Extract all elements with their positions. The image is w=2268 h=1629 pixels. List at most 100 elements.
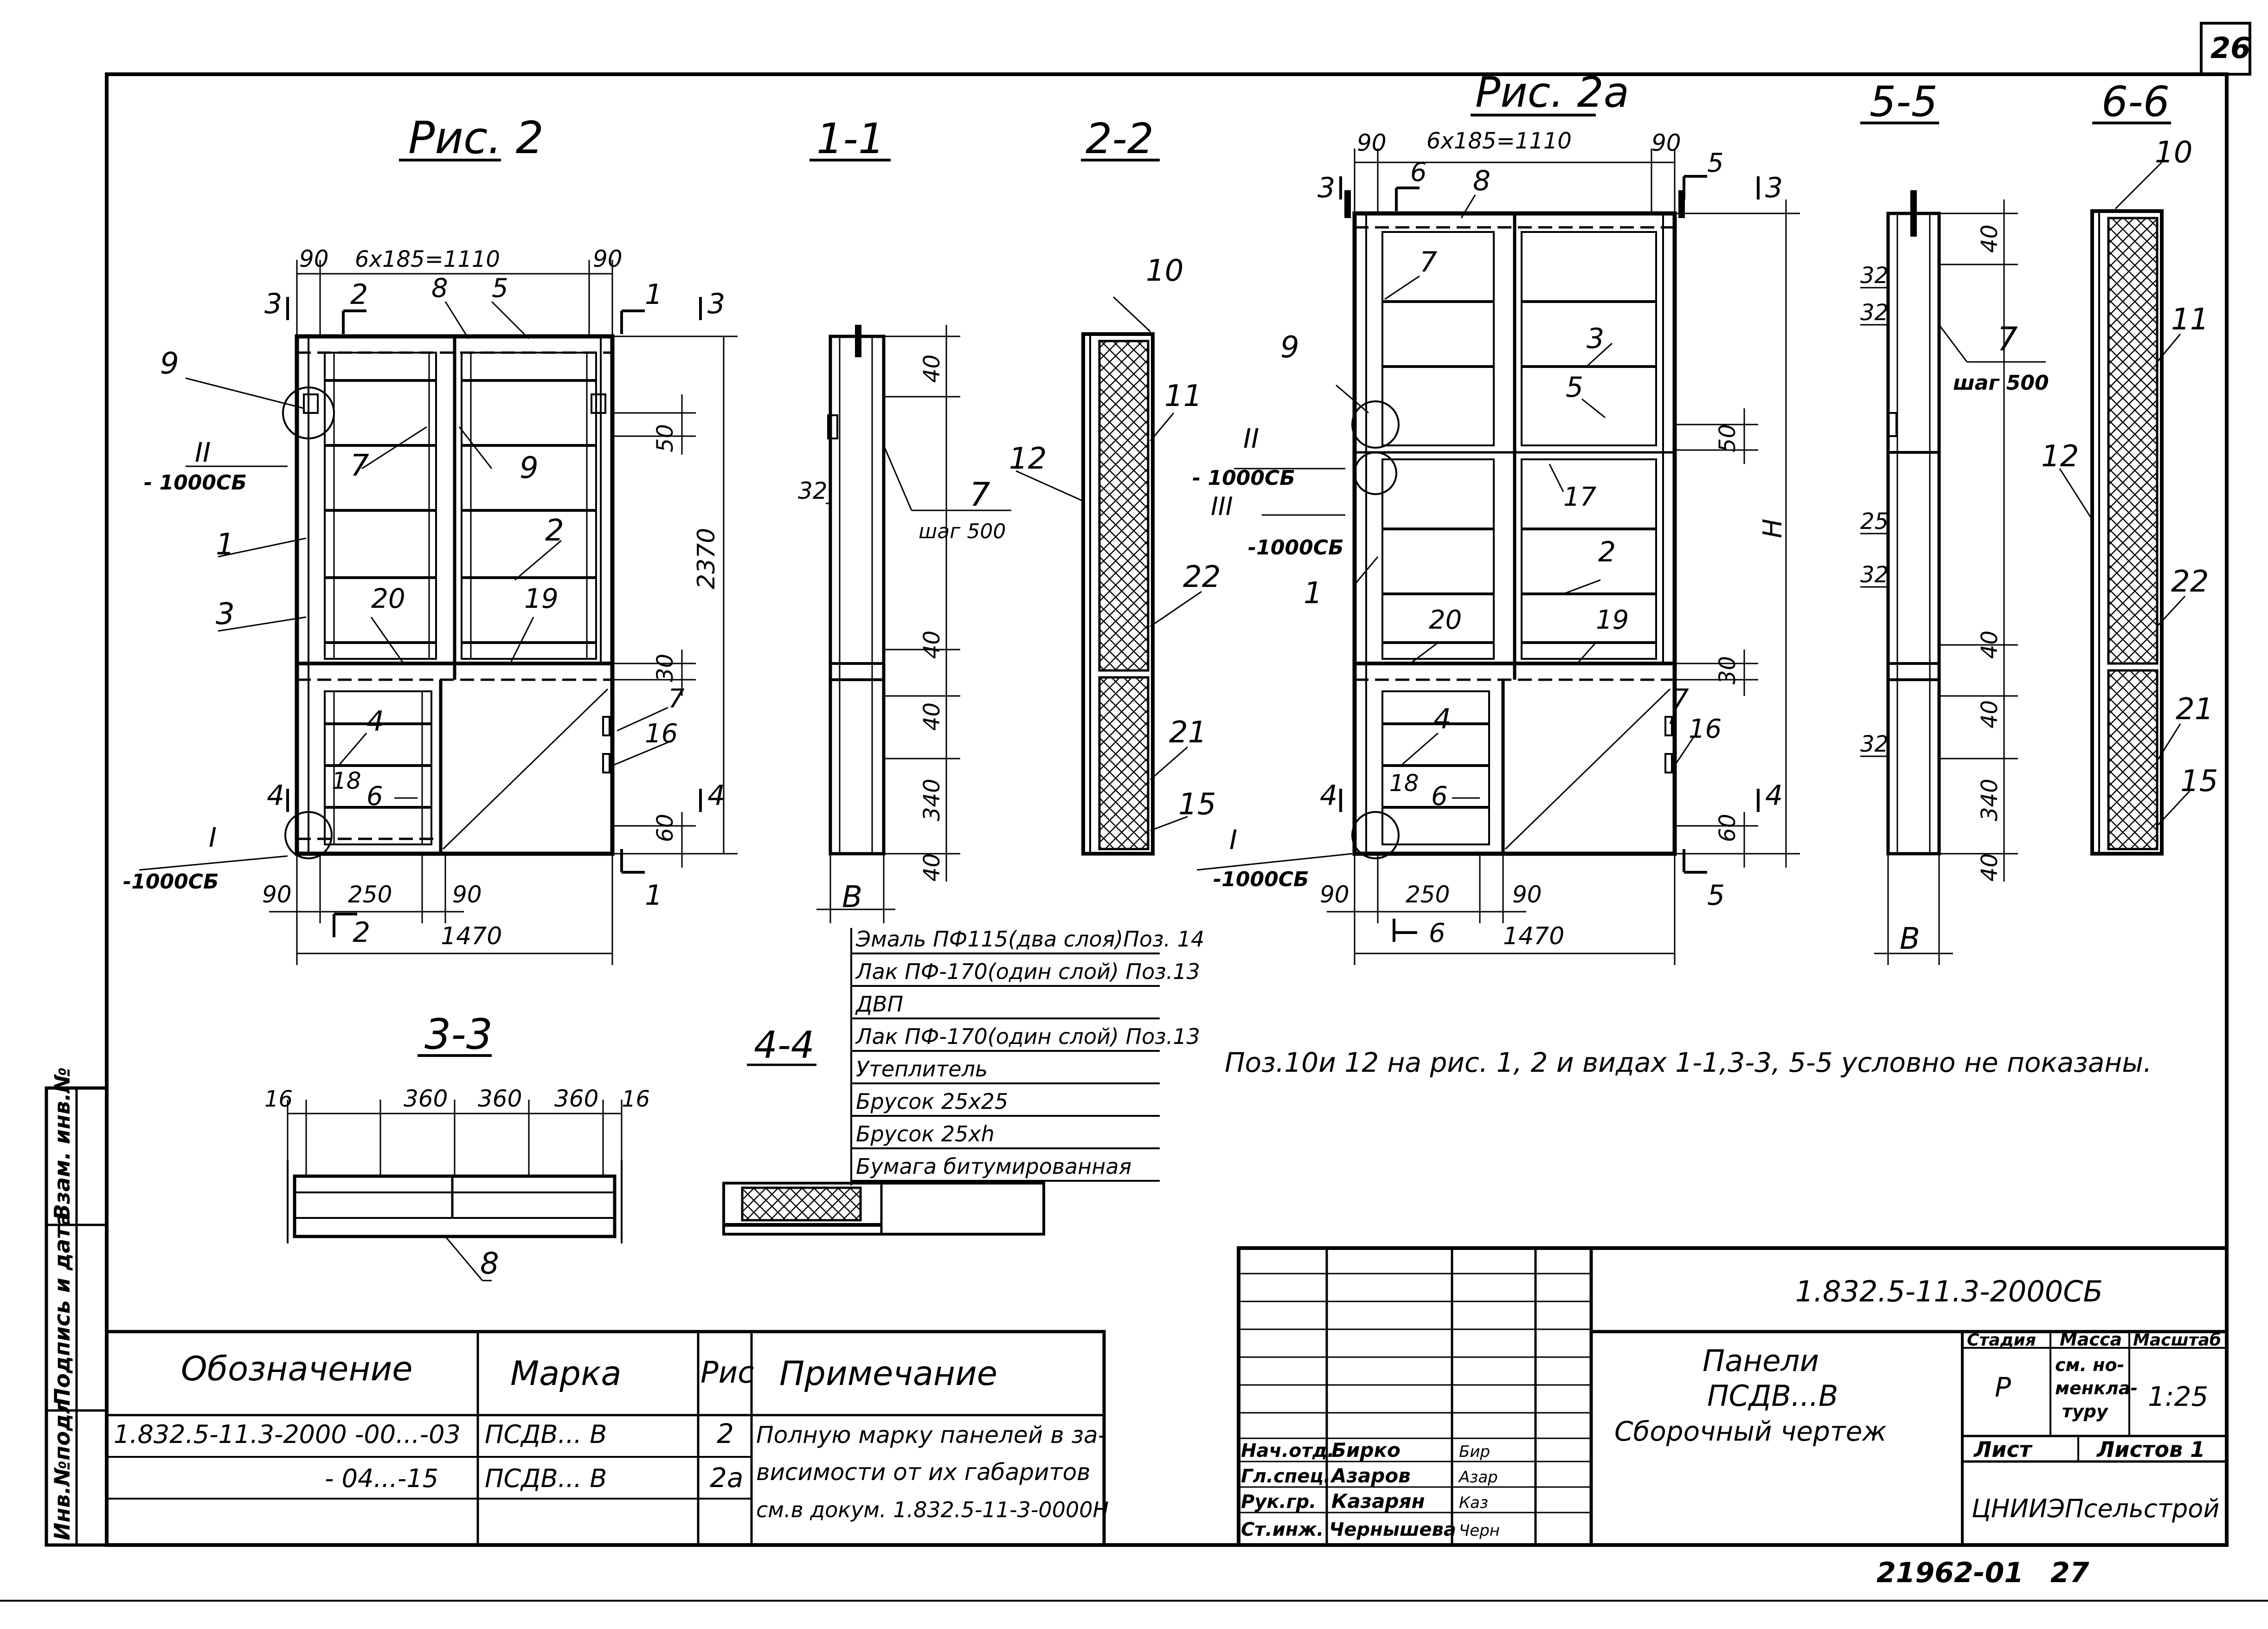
fig2-pos-7: 7 — [350, 449, 369, 483]
fig2a-node-I-ref: -1000СБ — [1213, 868, 1309, 891]
fig2-pos-8: 8 — [431, 273, 448, 303]
fig2a-dim-left90: 90 — [1357, 129, 1387, 156]
spec-note-line1: Полную марку панелей в за- — [756, 1422, 1106, 1449]
sec55-dim-25: 25 — [1860, 509, 1889, 534]
section-1-1: 1-1 40 32 7 шаг 500 40 40 340 40 B — [798, 115, 1011, 923]
sec44-title: 4-4 — [754, 1024, 815, 1067]
fig2a-node-II-ref: - 1000СБ — [1192, 466, 1295, 490]
fig2a-dim-60: 60 — [1715, 814, 1741, 842]
fig2a-section-4-left: 4 — [1320, 779, 1337, 812]
sec22-pos-22: 22 — [1183, 560, 1221, 594]
fig2-pos-20: 20 — [371, 583, 405, 614]
sec66-pos-10: 10 — [2155, 135, 2192, 170]
sec66-title: 6-6 — [2101, 77, 2170, 126]
fig2-pos-9b: 9 — [520, 451, 539, 485]
fig2a-node-III: III — [1211, 492, 1233, 521]
fig2-pos-19: 19 — [524, 583, 559, 614]
fig2a-dim-bot90b: 90 — [1512, 881, 1542, 908]
spec-row2-fig: 2а — [710, 1462, 743, 1494]
role-3-name: Казарян — [1331, 1490, 1425, 1513]
fig2a-dim-30: 30 — [1715, 656, 1741, 684]
fig2-section-1-bottom: 1 — [645, 879, 662, 912]
sec33-dim-16b: 16 — [622, 1086, 650, 1112]
spec-row1-mark: ПСДВ... В — [485, 1420, 607, 1449]
spec-table: Обозначение Марка Рис Примечание 1.832.5… — [105, 1330, 1109, 1547]
section-3-3: 3-3 16 360 360 360 16 8 — [264, 1010, 650, 1281]
sec11-dim-b: B — [842, 880, 862, 914]
sec55-dim-40b: 40 — [1977, 631, 2003, 659]
side-stamp: Инв.№подл Подпись и дата Взам. инв.№ — [45, 1067, 109, 1547]
fig2a-pos-17: 17 — [1563, 482, 1597, 512]
fig2-dim-bot90b: 90 — [452, 881, 482, 908]
sec11-dim-40a: 40 — [919, 354, 945, 383]
fig2-section-2-bottom: 2 — [353, 916, 370, 949]
sec11-dim-340: 340 — [919, 779, 945, 821]
title-mass-3: туру — [2062, 1401, 2109, 1422]
role-1: Нач.отд. — [1241, 1440, 1334, 1462]
sec22-pos-11: 11 — [1164, 379, 1202, 413]
fig2a-pos-5: 5 — [1566, 371, 1583, 404]
title-scale: 1:25 — [2148, 1381, 2208, 1412]
fig2-title: Рис. 2 — [408, 113, 544, 164]
fig2a-pos-7: 7 — [1420, 246, 1437, 278]
fig2-dim-30: 30 — [652, 654, 678, 682]
role-2-sign: Азар — [1458, 1468, 1498, 1487]
sec44-layer-5: Утеплитель — [856, 1056, 988, 1082]
fig2-pos-4: 4 — [366, 705, 384, 738]
fig2a-pos-1: 1 — [1304, 576, 1323, 611]
fig2-pos-2: 2 — [545, 514, 564, 548]
fig2a-section-4-right: 4 — [1765, 779, 1783, 812]
title-org: ЦНИИЭПсельстрой — [1972, 1494, 2219, 1523]
sec66-pos-12: 12 — [2041, 439, 2079, 474]
sec33-pos-8: 8 — [480, 1247, 499, 1281]
fig2a-dim-right90: 90 — [1651, 129, 1681, 156]
footer-code: 21962-01 — [1876, 1557, 2024, 1589]
fig2-node-I: I — [209, 822, 217, 853]
fig2a-section-5-top: 5 — [1707, 148, 1724, 178]
sec55-dim-32a: 32 — [1860, 263, 1889, 289]
spec-row2-designation: - 04...-15 — [325, 1464, 438, 1493]
title-stage-label: Стадия — [1967, 1331, 2036, 1350]
fig2-dim-50: 50 — [652, 424, 678, 452]
sec44-layer-3: ДВП — [855, 992, 903, 1017]
fig2-dim-right90: 90 — [593, 245, 623, 272]
sec44-layer-6: Брусок 25х25 — [856, 1089, 1008, 1114]
section-5-5: 5-5 40 32 32 7 шаг 500 25 32 32 40 — [1860, 77, 2049, 965]
sec44-layer-4: Лак ПФ-170(один слой) Поз.13 — [855, 1024, 1200, 1049]
title-code: 1.832.5-11.3-2000СБ — [1795, 1275, 2103, 1308]
fig2a-pos-19: 19 — [1596, 605, 1629, 635]
sec22-pos-10: 10 — [1146, 254, 1183, 288]
sec44-layer-8: Бумага битумированная — [856, 1154, 1131, 1179]
fig2a-pos-7b: 7 — [1672, 684, 1689, 714]
sec66-pos-21: 21 — [2176, 692, 2213, 727]
sec44-layer-7: Брусок 25хh — [856, 1121, 995, 1146]
sec33-dim-16a: 16 — [264, 1086, 293, 1112]
fig2-dim-height: 2370 — [693, 528, 720, 589]
fig2a-node-II: II — [1243, 423, 1259, 454]
sec66-pos-22: 22 — [2171, 565, 2209, 599]
sec44-layer-1: Эмаль ПФ115(два слоя)Поз. 14 — [855, 927, 1204, 952]
sec22-pos-12: 12 — [1009, 442, 1047, 476]
sec11-dim-32: 32 — [798, 477, 828, 504]
sec55-pos-7: 7 — [1997, 320, 2018, 358]
fig2a-title: Рис. 2а — [1475, 68, 1629, 117]
sec33-dim-360c: 360 — [554, 1085, 598, 1112]
fig2-dim-bot90a: 90 — [262, 881, 292, 908]
sec55-dim-40c: 40 — [1977, 700, 2003, 728]
title-scale-label: Масштаб — [2133, 1331, 2221, 1350]
sec33-dim-360b: 360 — [478, 1085, 522, 1112]
fig2a-dim-50: 50 — [1715, 424, 1741, 452]
fig2-section-4-right: 4 — [707, 779, 725, 812]
sec11-pos-7: 7 — [970, 476, 990, 514]
sec66-pos-15: 15 — [2180, 764, 2218, 798]
fig2a-dim-height: Н — [1758, 519, 1788, 538]
fig2a-node-I: I — [1229, 824, 1237, 856]
fig2-section-1: 1 — [645, 278, 662, 311]
fig2-pos-5: 5 — [492, 273, 508, 303]
fig2a-section-6-bottom: 6 — [1429, 918, 1446, 948]
drawing-note: Поз.10и 12 на рис. 1, 2 и видах 1-1,3-3,… — [1225, 1047, 2152, 1078]
role-2: Гл.спец. — [1241, 1466, 1330, 1487]
spec-row2-mark: ПСДВ... В — [485, 1464, 607, 1493]
title-sheet-label: Лист — [1973, 1437, 2033, 1462]
